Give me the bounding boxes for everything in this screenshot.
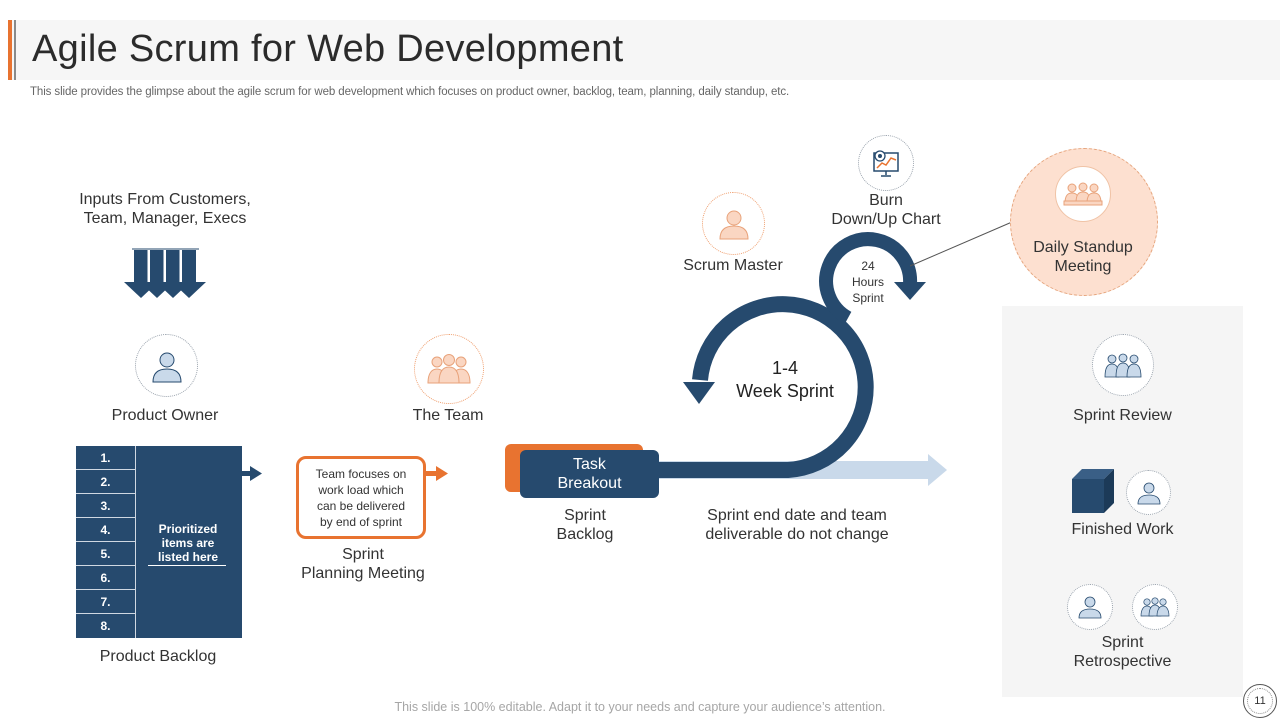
- backlog-row-number: 7.: [76, 590, 136, 614]
- backlog-row-number: 1.: [76, 446, 136, 470]
- task-breakout-box: Task Breakout: [520, 450, 659, 498]
- planning-box-line4: by end of sprint: [319, 514, 403, 529]
- backlog-row-number: 4.: [76, 518, 136, 542]
- backlog-description-line3: listed here: [157, 550, 219, 564]
- slide-title: Agile Scrum for Web Development: [32, 28, 624, 70]
- sprint-backlog-label: Sprint Backlog: [525, 506, 645, 544]
- retrospective-line1: Sprint: [1101, 634, 1144, 651]
- planning-arrow: [426, 466, 448, 481]
- daily-standup-line2: Meeting: [1054, 258, 1112, 275]
- title-bar: [8, 20, 1280, 80]
- product-owner-label: Product Owner: [111, 407, 219, 424]
- sprint-planning-label: Sprint Planning Meeting: [283, 545, 443, 583]
- sprint-planning-label-line2: Planning Meeting: [301, 565, 425, 582]
- daily-standup-line1: Daily Standup: [1033, 239, 1133, 256]
- retrospective-label: Sprint Retrospective: [1050, 633, 1195, 671]
- retrospective-person-icon: [1067, 584, 1113, 630]
- product-backlog-label: Product Backlog: [99, 648, 217, 665]
- finished-work-label: Finished Work: [1071, 521, 1174, 538]
- inputs-label-line2: Team, Manager, Execs: [83, 210, 247, 227]
- backlog-row-number: 8.: [76, 614, 136, 638]
- retrospective-line2: Retrospective: [1073, 653, 1172, 670]
- task-breakout-line1: Task: [573, 456, 606, 473]
- sprint-loop: [658, 296, 874, 478]
- sprint-backlog-label-line2: Backlog: [556, 526, 614, 543]
- planning-box-line1: Team focuses on: [315, 466, 407, 481]
- title-accent-bar: [8, 20, 12, 80]
- backlog-description-underline: [148, 565, 226, 566]
- sprint-end-line1: Sprint end date and team: [707, 507, 887, 524]
- backlog-row-number: 2.: [76, 470, 136, 494]
- burn-chart-label-line2: Down/Up Chart: [831, 211, 941, 228]
- product-backlog-table: 1. 2. 3. 4. 5. 6. 7. 8.: [76, 446, 242, 638]
- inputs-label: Inputs From Customers, Team, Manager, Ex…: [60, 190, 270, 228]
- input-arrows: [124, 248, 206, 298]
- backlog-row-number: 5.: [76, 542, 136, 566]
- daily-sprint-line1: 24: [861, 259, 875, 273]
- product-owner-icon: [135, 334, 198, 397]
- task-breakout-line2: Breakout: [557, 475, 622, 492]
- planning-box-line2: work load which: [318, 482, 404, 497]
- daily-sprint-line3: Sprint: [852, 291, 884, 305]
- daily-sprint-line2: Hours: [851, 275, 884, 289]
- footer-note: This slide is 100% editable. Adapt it to…: [394, 700, 886, 714]
- week-sprint-label: 1-4 Week Sprint: [720, 357, 850, 403]
- standup-meeting-icon: [1055, 166, 1111, 222]
- planning-description-box: Team focuses on work load which can be d…: [296, 456, 426, 539]
- sprint-end-label: Sprint end date and team deliverable do …: [680, 506, 914, 544]
- sprint-end-line2: deliverable do not change: [705, 526, 889, 543]
- page-number: 11: [1243, 684, 1277, 718]
- finished-work-cube-icon: [1072, 469, 1114, 513]
- scrum-master-label: Scrum Master: [683, 257, 783, 274]
- inputs-label-line1: Inputs From Customers,: [79, 191, 251, 208]
- daily-sprint-label: 24 Hours Sprint: [838, 258, 898, 306]
- burn-chart-label-line1: Burn: [869, 192, 903, 209]
- scrum-master-icon: [702, 192, 765, 255]
- backlog-description-line1: Prioritized: [158, 522, 218, 536]
- sprint-backlog-label-line1: Sprint: [564, 507, 606, 524]
- standup-connector: [909, 221, 1013, 267]
- team-icon: [414, 334, 484, 404]
- backlog-arrow: [242, 466, 262, 481]
- slide-subtitle: This slide provides the glimpse about th…: [30, 86, 790, 98]
- burn-chart-icon: [858, 135, 914, 191]
- finished-work-person-icon: [1126, 470, 1171, 515]
- retrospective-team-icon: [1132, 584, 1178, 630]
- sprint-planning-label-line1: Sprint: [342, 546, 384, 563]
- week-sprint-line2: Week Sprint: [736, 381, 834, 401]
- week-sprint-line1: 1-4: [771, 358, 798, 378]
- backlog-description: Prioritized items are listed here: [148, 522, 228, 564]
- backlog-description-line2: items are: [161, 536, 215, 550]
- planning-box-line3: can be delivered: [316, 498, 406, 513]
- backlog-row-number: 3.: [76, 494, 136, 518]
- title-accent-bar-secondary: [14, 20, 16, 80]
- backlog-row-number: 6.: [76, 566, 136, 590]
- sprint-review-label: Sprint Review: [1073, 407, 1172, 424]
- sprint-review-icon: [1092, 334, 1154, 396]
- daily-standup-label: Daily Standup Meeting: [1018, 238, 1148, 276]
- team-label: The Team: [412, 407, 484, 424]
- burn-chart-label: Burn Down/Up Chart: [818, 191, 954, 229]
- daily-loop: [819, 232, 926, 325]
